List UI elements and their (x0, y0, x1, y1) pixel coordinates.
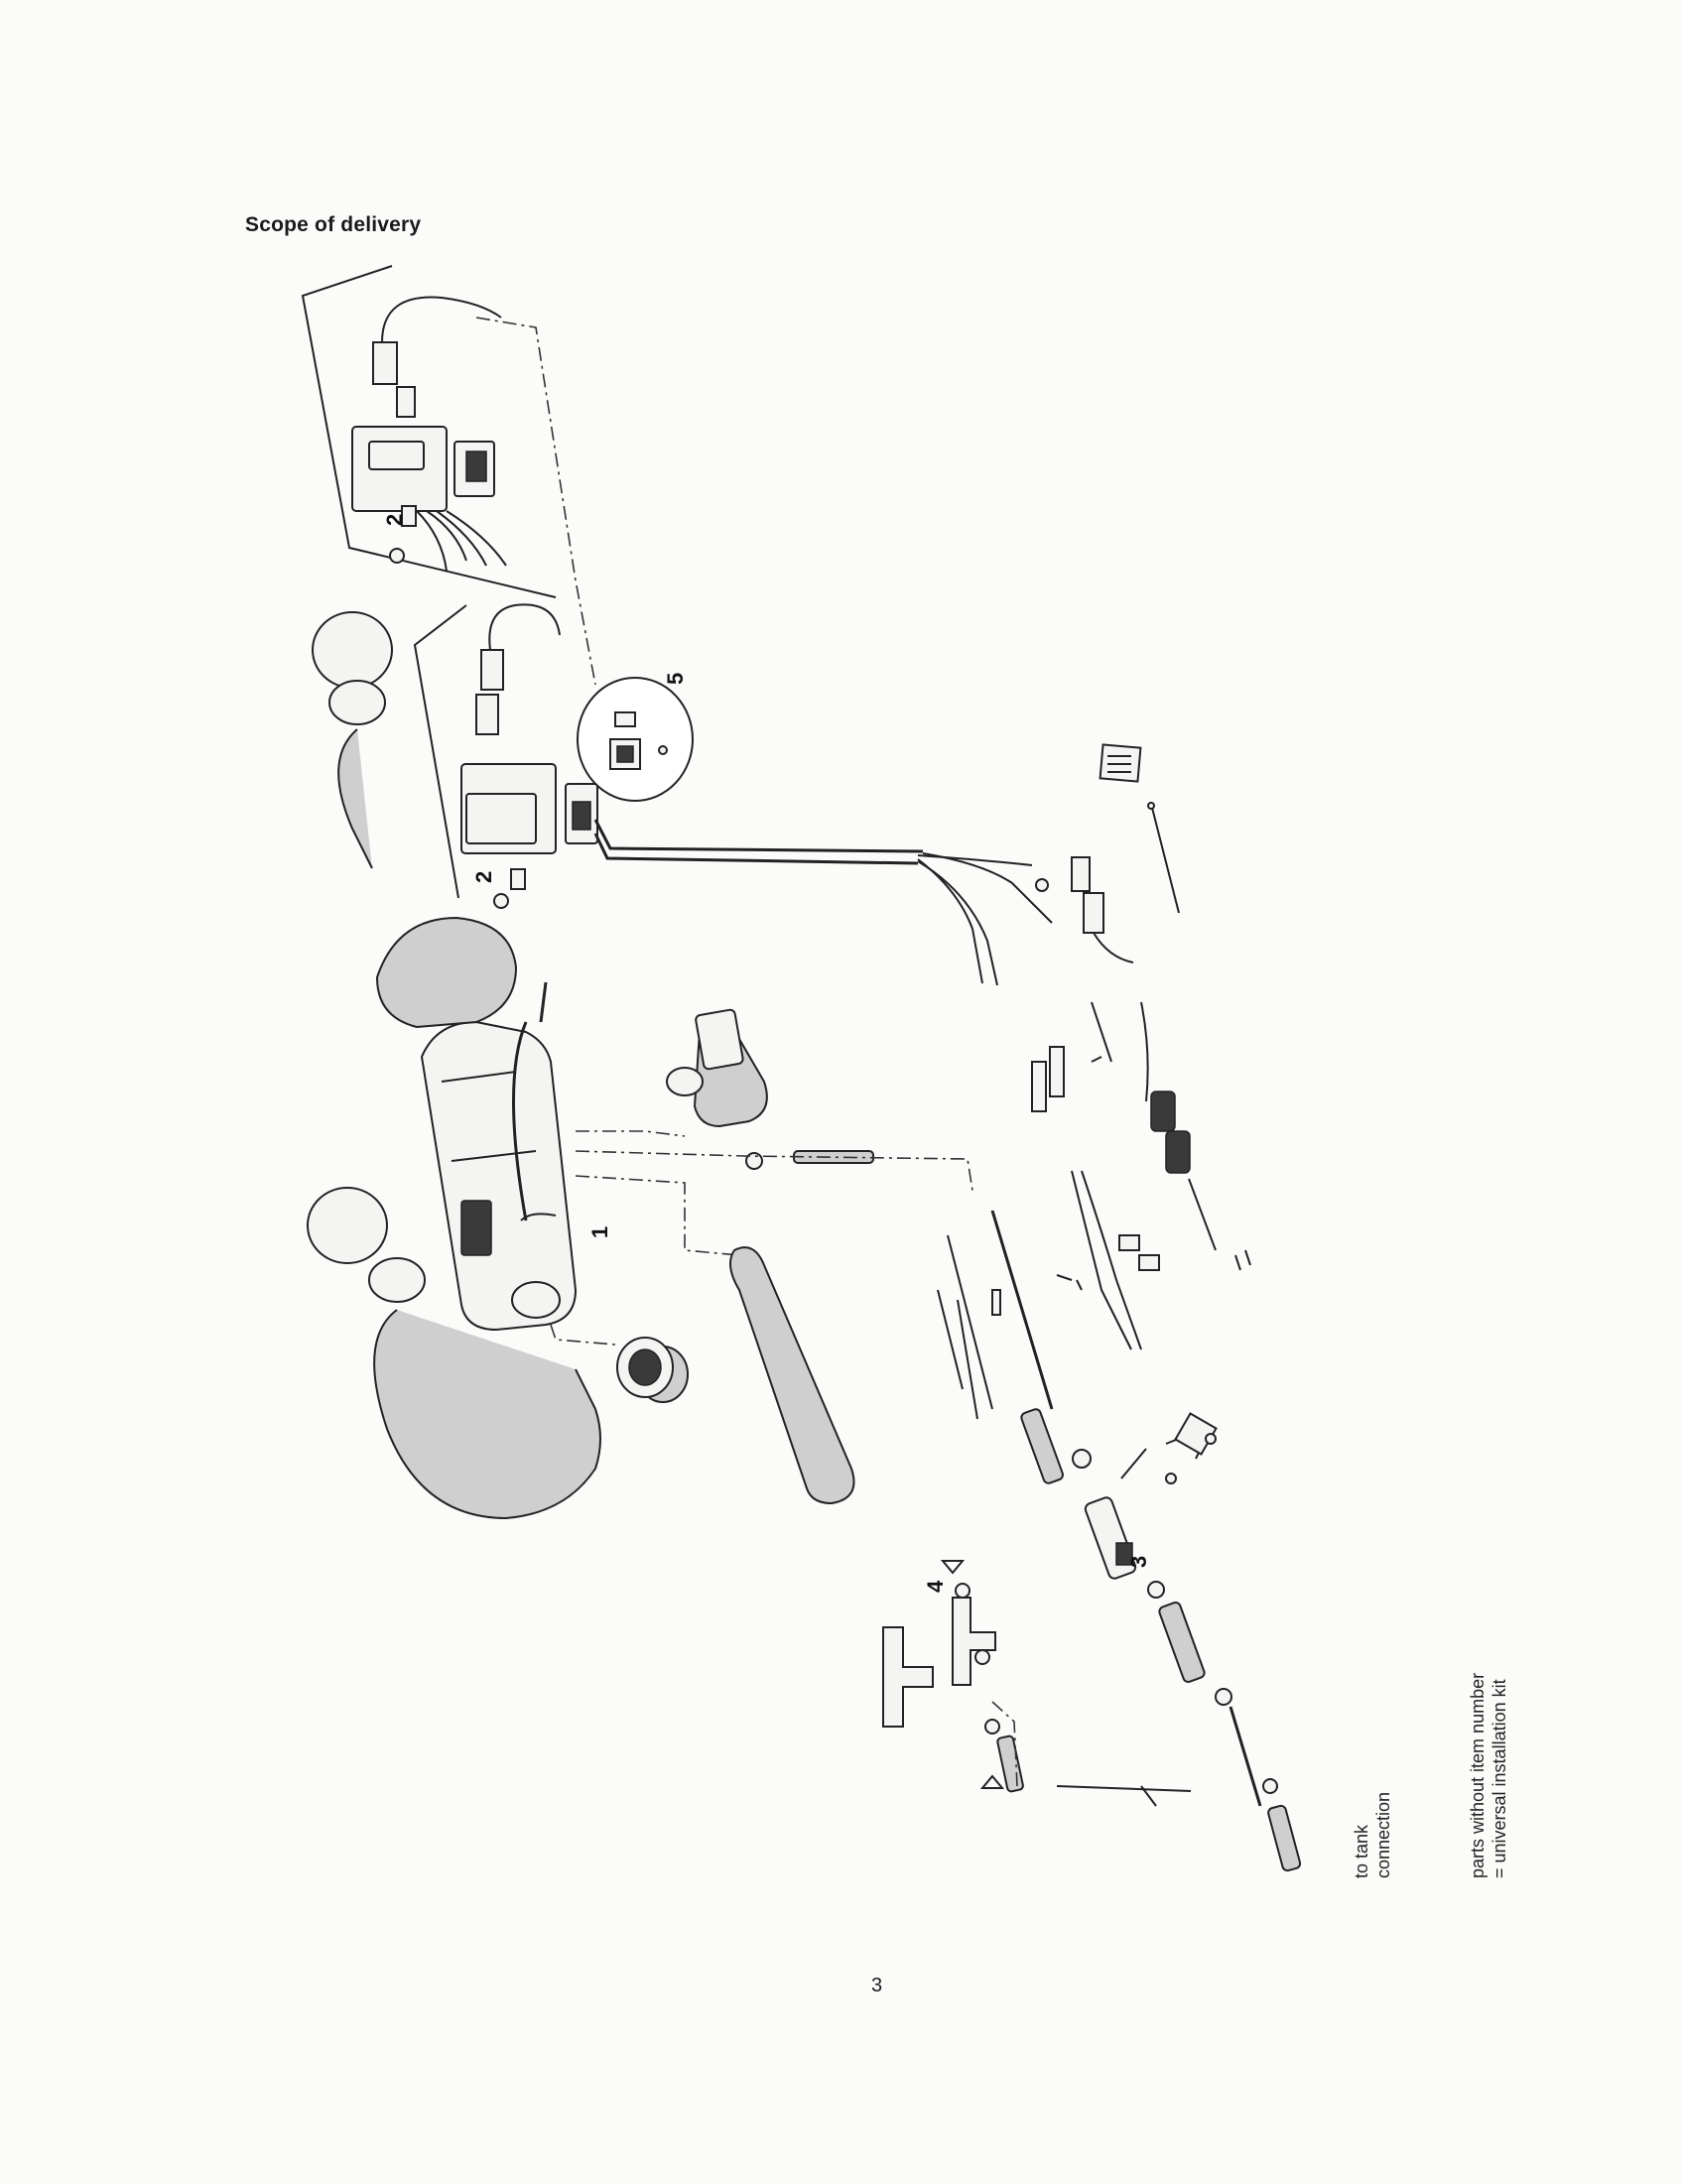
control-unit-upper (351, 296, 507, 572)
heater-unit (420, 981, 578, 1332)
t-piece-connectors (882, 1560, 1192, 1807)
control-unit-lower (460, 603, 598, 909)
page-title: Scope of delivery (245, 213, 422, 236)
item-number-4: 4 (923, 1580, 948, 1593)
item-number-3: 3 (1126, 1556, 1151, 1568)
item-number-2-lower: 2 (471, 871, 496, 883)
universal-installation-parts (937, 1001, 1251, 1420)
fuel-metering-pump (990, 1210, 1302, 1872)
exhaust-pipe-and-connectors (550, 1008, 973, 1505)
control-unit-group-bracket (301, 265, 557, 899)
intake-filter (616, 1337, 674, 1398)
item-number-5: 5 (663, 673, 688, 685)
tank-note-line1: to tank (1352, 1824, 1371, 1878)
parts-note-line1: parts without item number (1468, 1673, 1488, 1878)
heating-air-hose (307, 611, 601, 1520)
item-number-2-upper: 2 (382, 514, 407, 526)
wiring-harness (593, 743, 1180, 986)
harness-dash-line (475, 317, 596, 686)
connector-kit-circle (577, 677, 694, 802)
tank-note-line2: connection (1373, 1792, 1393, 1878)
parts-note-line2: = universal installation kit (1489, 1679, 1509, 1878)
item-number-1: 1 (587, 1226, 612, 1238)
page-number: 3 (871, 1975, 883, 1996)
